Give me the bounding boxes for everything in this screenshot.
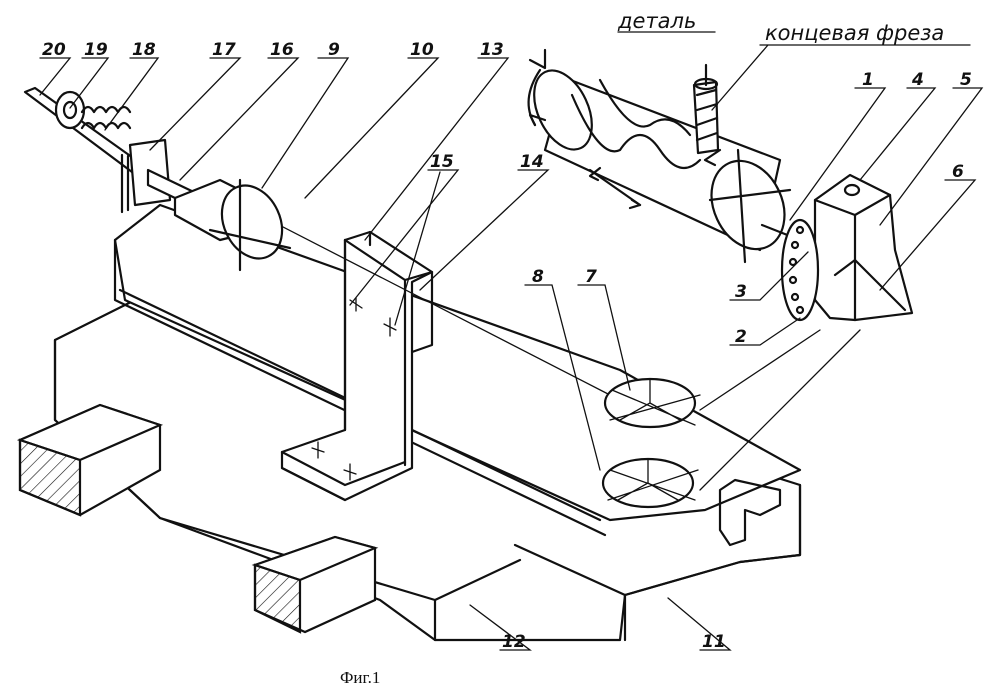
label-detail: деталь — [617, 9, 696, 33]
part-label: 13 — [480, 40, 504, 60]
part-label: 7 — [585, 267, 597, 287]
part-label: 15 — [430, 152, 454, 172]
part-label: 10 — [410, 40, 434, 60]
support-block-mid — [251, 535, 379, 634]
disc-7 — [603, 377, 701, 429]
disc-8 — [601, 457, 699, 509]
indexing-head — [780, 173, 914, 322]
upper-rail — [113, 203, 802, 537]
part-label: 5 — [960, 70, 972, 90]
base-slab — [53, 283, 802, 642]
support-block-left — [16, 403, 164, 517]
part-label: 12 — [502, 632, 526, 652]
figure-caption: Фиг.1 — [340, 668, 380, 687]
part-label: 20 — [42, 40, 66, 60]
part-label: 19 — [84, 40, 108, 60]
part-label: 2 — [735, 327, 747, 347]
part-label: 6 — [952, 162, 964, 182]
part-label: 4 — [911, 70, 924, 90]
axis-line — [249, 209, 611, 396]
part-label: 11 — [702, 632, 726, 652]
label-end-mill: концевая фреза — [765, 21, 944, 45]
t-slot — [718, 478, 782, 547]
leader-lines — [39, 31, 984, 651]
part-label: 14 — [520, 152, 544, 172]
part-label: 17 — [212, 40, 236, 60]
part-label: 3 — [735, 282, 747, 302]
part-label: 18 — [132, 40, 156, 60]
part-label: 1 — [862, 70, 874, 90]
workpiece — [527, 48, 802, 264]
part-label: 16 — [270, 40, 294, 60]
part-label: 9 — [328, 40, 340, 60]
part-label: 8 — [532, 267, 544, 287]
end-mill — [692, 63, 722, 167]
l-bracket — [280, 230, 434, 502]
